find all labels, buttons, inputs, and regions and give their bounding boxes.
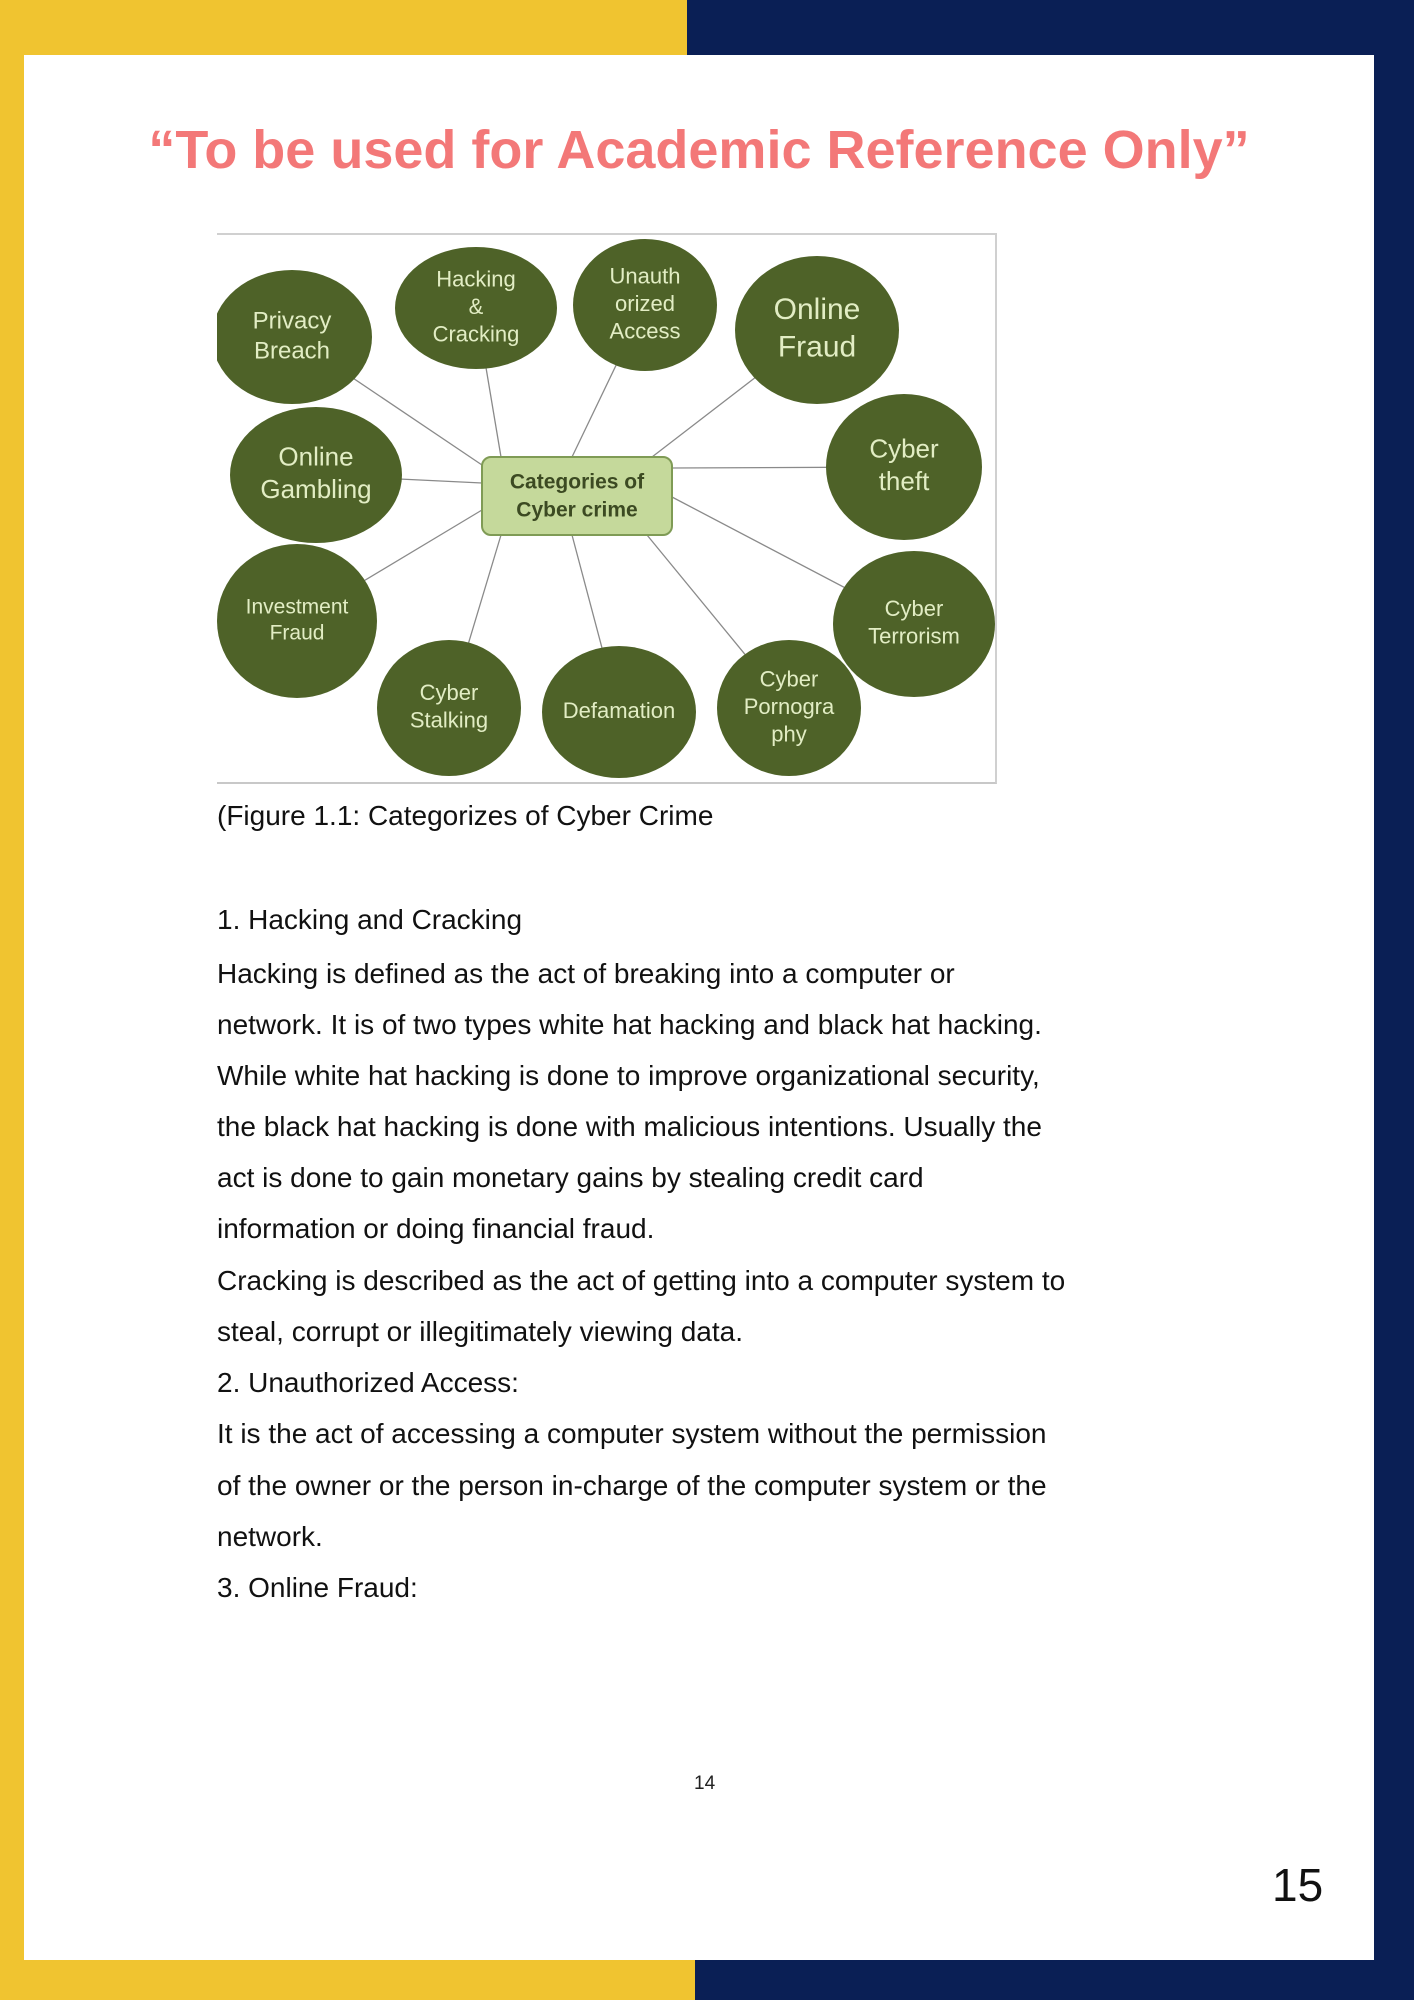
body-line: Hacking is defined as the act of breakin…: [217, 958, 955, 989]
body-line: act is done to gain monetary gains by st…: [217, 1162, 924, 1193]
category-node: [395, 247, 557, 369]
category-label: orized: [615, 291, 675, 316]
body-line: While white hat hacking is done to impro…: [217, 1060, 1040, 1091]
category-label: Hacking: [436, 266, 515, 291]
category-label: Cyber: [420, 680, 479, 705]
category-label: Defamation: [563, 698, 676, 723]
section-heading: 1. Hacking and Cracking: [217, 904, 523, 935]
inner-page-number: 14: [694, 1773, 716, 1794]
category-node: [377, 640, 521, 776]
category-node: [217, 270, 372, 404]
category-label: &: [469, 294, 484, 319]
category-label: Stalking: [410, 708, 488, 733]
category-label: Access: [610, 318, 681, 343]
body-line: information or doing financial fraud.: [217, 1213, 655, 1244]
section-heading: 3. Online Fraud:: [217, 1572, 418, 1603]
category-node: [735, 256, 899, 404]
center-label: Cyber crime: [516, 499, 637, 522]
yellow-band-left: [0, 0, 24, 2000]
category-label: Breach: [254, 337, 330, 364]
category-label: theft: [879, 466, 930, 496]
outer-page-number: 15: [1272, 1859, 1324, 1911]
category-label: Cyber: [760, 666, 819, 691]
category-label: Fraud: [778, 331, 856, 364]
body-line: network. It is of two types white hat ha…: [217, 1009, 1042, 1040]
body-line: of the owner or the person in-charge of …: [217, 1470, 1047, 1501]
category-label: Online: [278, 442, 353, 472]
section-heading: 2. Unauthorized Access:: [217, 1367, 519, 1398]
category-label: Gambling: [260, 474, 371, 504]
category-node: [217, 544, 377, 698]
category-label: Unauth: [610, 263, 681, 288]
category-node: [717, 640, 861, 776]
category-label: Terrorism: [868, 624, 960, 649]
center-label: Categories of: [510, 471, 645, 494]
body-line: the black hat hacking is done with malic…: [217, 1111, 1042, 1142]
center-box: [481, 456, 673, 536]
category-node: [826, 394, 982, 540]
category-node: [230, 407, 402, 543]
body-line: network.: [217, 1521, 323, 1552]
category-label: Privacy: [253, 307, 332, 334]
category-label: Cyber: [885, 596, 944, 621]
category-label: Cyber: [869, 434, 939, 464]
body-line: It is the act of accessing a computer sy…: [217, 1418, 1047, 1449]
category-label: Investment: [246, 595, 349, 618]
body-line: steal, corrupt or illegitimately viewing…: [217, 1316, 744, 1347]
category-node: [542, 646, 696, 778]
category-label: Cracking: [433, 321, 520, 346]
category-label: Fraud: [270, 622, 325, 645]
category-label: Pornogra: [744, 694, 835, 719]
category-node: [573, 239, 717, 371]
yellow-band-top: [0, 0, 687, 60]
category-node: [833, 551, 995, 697]
category-label: phy: [771, 721, 806, 746]
category-label: Online: [774, 293, 861, 326]
body-line: Cracking is described as the act of gett…: [217, 1265, 1066, 1296]
figure-caption: (Figure 1.1: Categorizes of Cyber Crime: [217, 800, 714, 831]
